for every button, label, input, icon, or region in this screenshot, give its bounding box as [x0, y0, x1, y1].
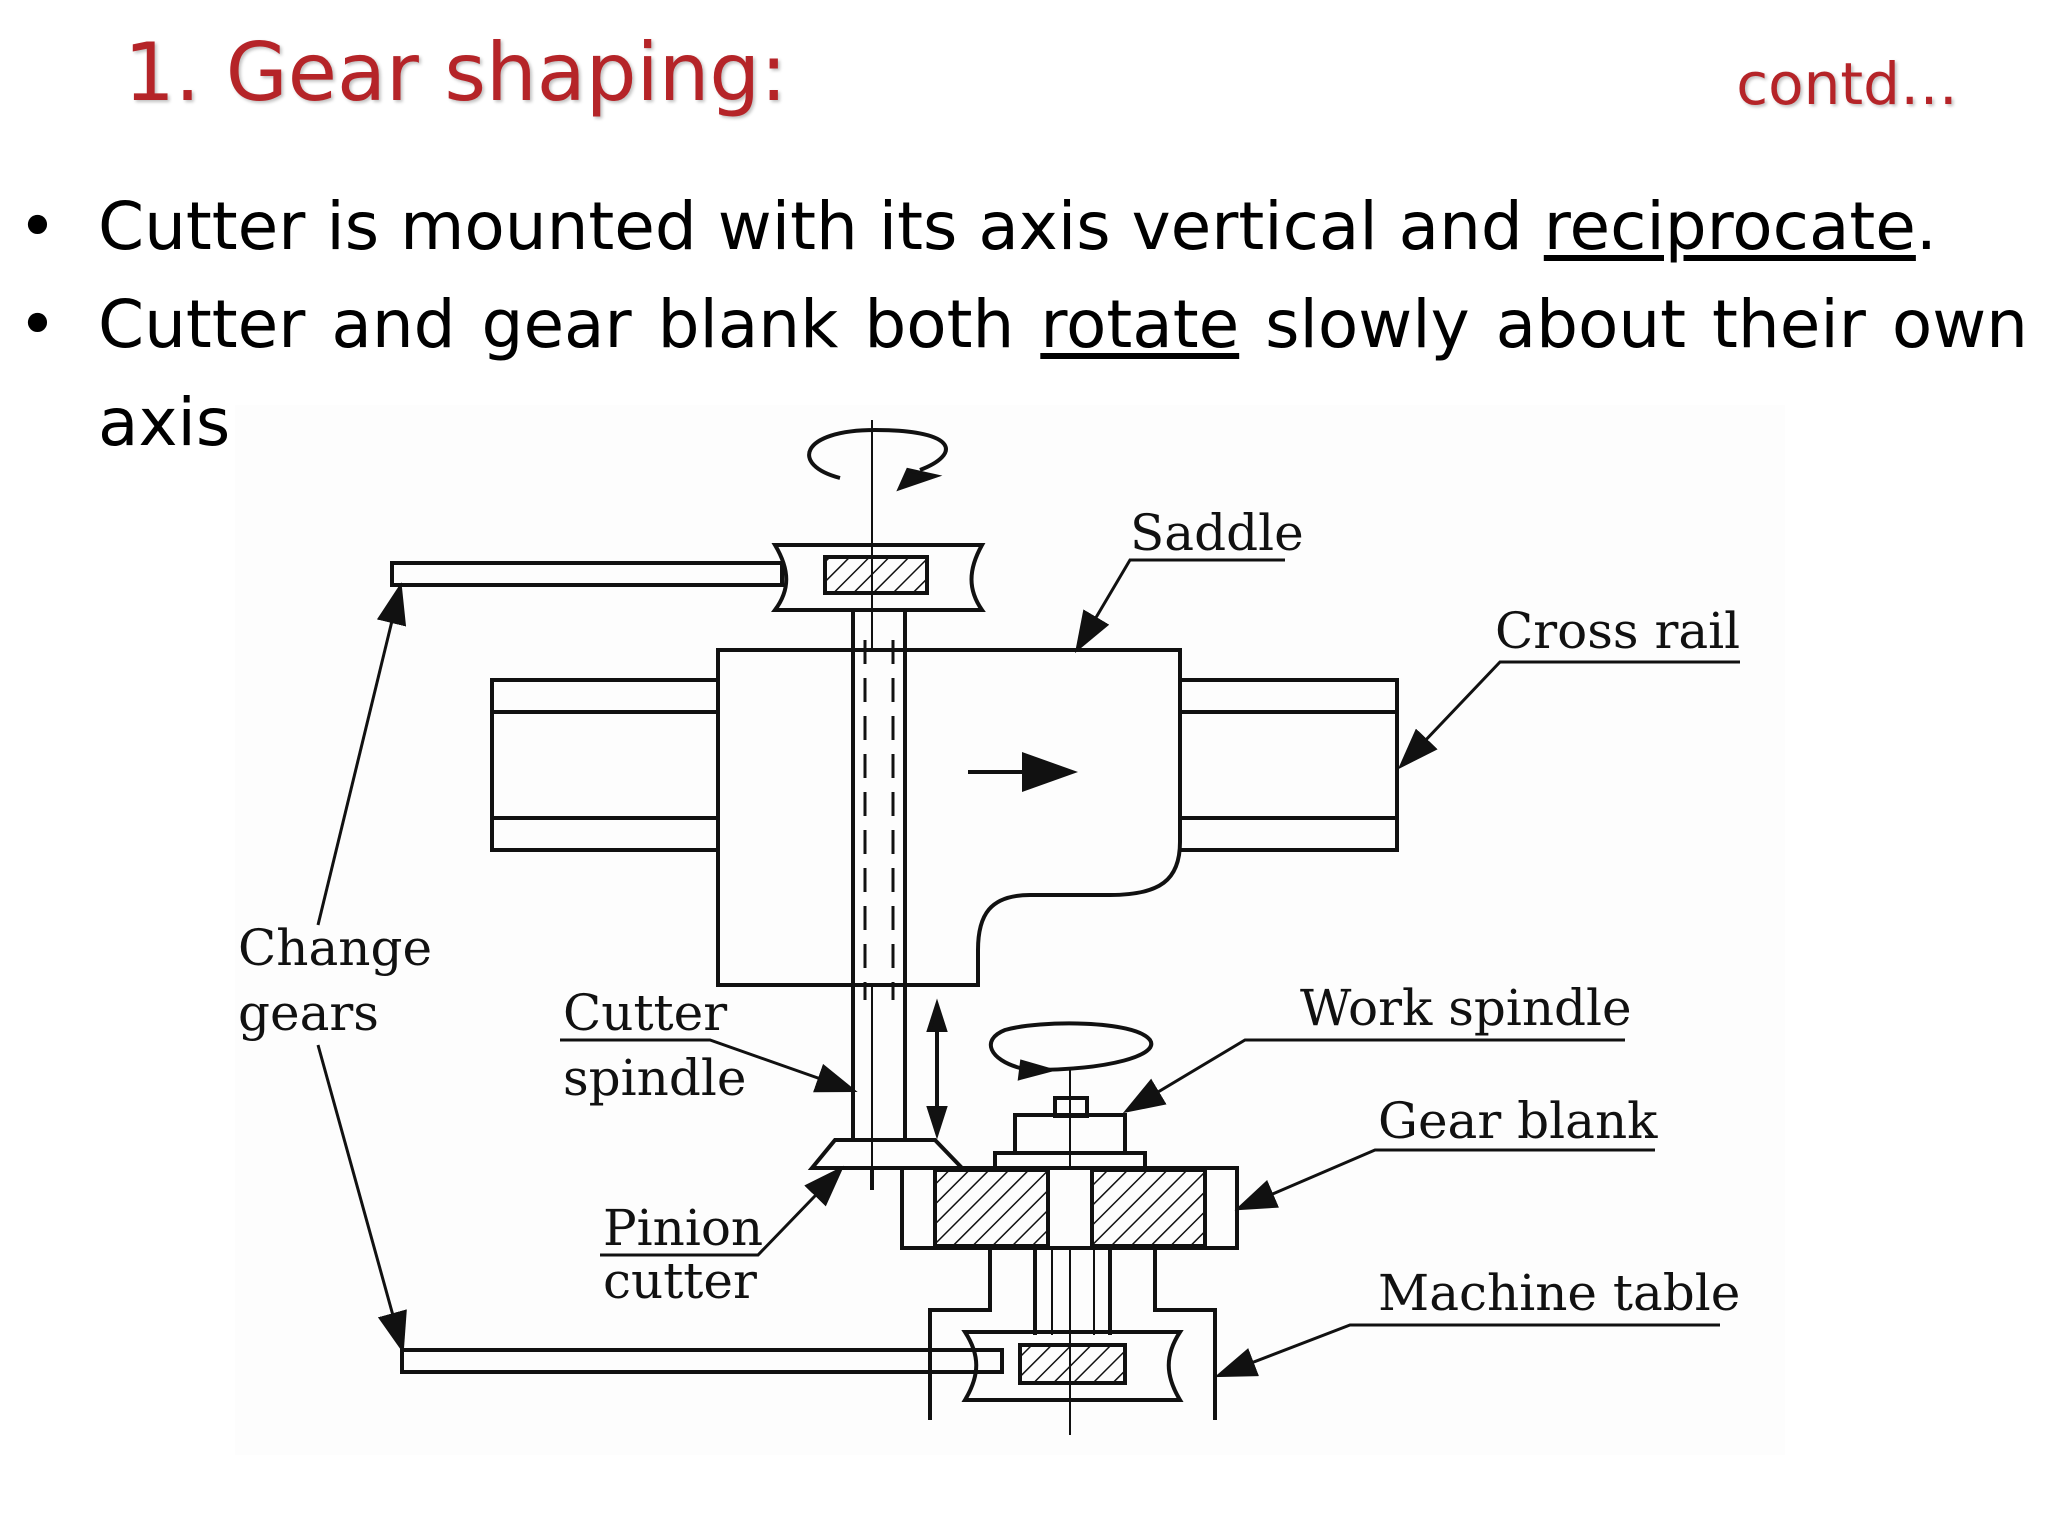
label-gear-blank: Gear blank: [1378, 1092, 1658, 1150]
bullet-underlined-word: reciprocate: [1543, 188, 1916, 265]
label-work-spindle: Work spindle: [1300, 979, 1632, 1037]
continued-label: contd…: [1736, 50, 1958, 118]
bottom-gear-housing: [961, 1330, 1184, 1402]
gear-shaping-diagram: Saddle Cross rail Change gears Cutter sp…: [235, 405, 1785, 1455]
bullet-item: • Cutter is mounted with its axis vertic…: [18, 178, 2028, 276]
label-cutter-spindle-line2: spindle: [563, 1049, 746, 1107]
bullet-text-before: Cutter is mounted with its axis vertical…: [98, 188, 1544, 265]
bullet-dot-icon: •: [18, 188, 57, 265]
top-shaft: [390, 561, 784, 587]
bullet-text-after: slowly about their own axis.: [98, 286, 2029, 461]
pinion-cutter-leader: [600, 1165, 845, 1257]
bottom-gear-icon: [1018, 1343, 1127, 1385]
change-gears-leader-bottom: [316, 1044, 407, 1354]
figure-background: [235, 405, 1785, 1455]
machine-table-leader: [1214, 1323, 1720, 1378]
cutter-spindle-leader: [560, 1038, 858, 1093]
label-machine-table: Machine table: [1378, 1264, 1740, 1322]
label-pinion-cutter-line1: Pinion: [603, 1199, 763, 1257]
bullet-list: • Cutter is mounted with its axis vertic…: [18, 178, 2028, 472]
label-cross-rail: Cross rail: [1495, 602, 1740, 660]
label-pinion-cutter-line2: cutter: [603, 1252, 757, 1310]
work-spindle-leader: [1122, 1038, 1625, 1114]
top-gear-housing: [771, 543, 986, 612]
saddle-leader: [1074, 558, 1285, 654]
bottom-shaft: [400, 1348, 1004, 1374]
top-gear-icon: [823, 555, 929, 595]
saddle: [716, 648, 1182, 987]
label-change-gears-line1: Change: [238, 919, 432, 977]
bullet-dot-icon: •: [18, 286, 57, 363]
bullet-text-before: Cutter and gear blank both: [98, 286, 1041, 363]
label-cutter-spindle-line1: Cutter: [563, 984, 727, 1042]
slide-title: 1. Gear shaping:: [124, 26, 788, 119]
bullet-text-after: .: [1915, 188, 1937, 265]
gear-blank-leader: [1234, 1148, 1655, 1211]
bullet-underlined-word: rotate: [1040, 286, 1240, 363]
bullet-item: • Cutter and gear blank both rotate slow…: [18, 276, 2028, 472]
label-saddle: Saddle: [1130, 504, 1304, 562]
label-change-gears-line2: gears: [238, 984, 379, 1042]
cross-rail-leader: [1397, 660, 1740, 770]
cutter-rotation-arrow-icon: [807, 427, 948, 480]
change-gears-leader-top: [316, 582, 407, 926]
work-rotation-arrow-icon: [989, 1021, 1154, 1072]
